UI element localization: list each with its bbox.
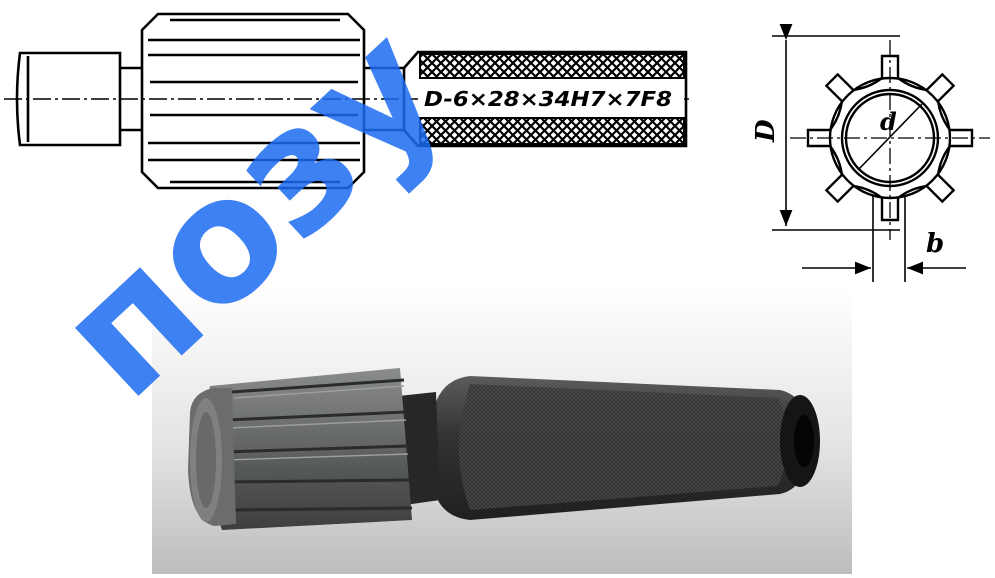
label-inner-diameter: d — [880, 107, 897, 136]
handle-knurl — [419, 53, 685, 145]
gauge-cross-section — [790, 40, 990, 240]
label-spline-width: b — [926, 229, 944, 259]
gauge-designation: D-6×28×34H7×7F8 — [424, 87, 672, 111]
dimension-spline-width — [802, 196, 966, 282]
dimension-outer-diameter — [772, 24, 900, 231]
gauge-photo — [152, 286, 852, 574]
label-outer-diameter: D — [751, 119, 781, 143]
gauge-side-view — [15, 12, 688, 190]
